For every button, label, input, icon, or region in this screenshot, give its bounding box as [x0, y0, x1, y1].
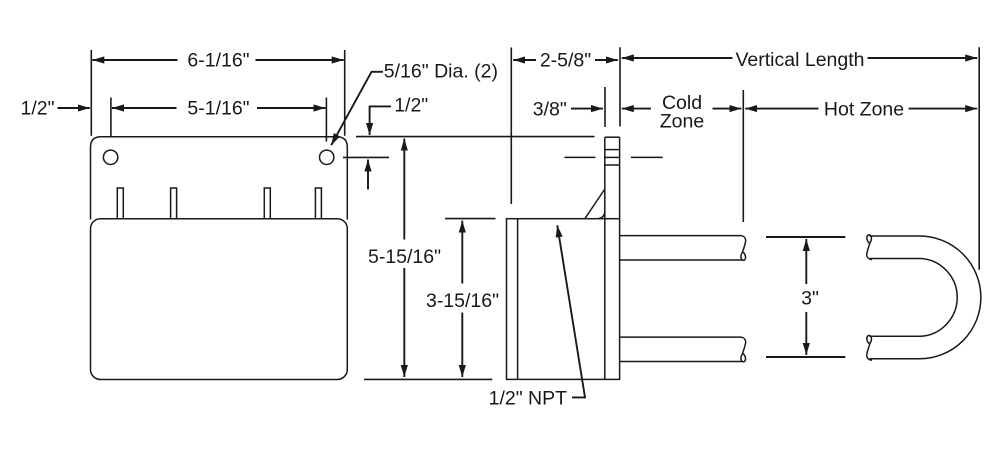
- svg-text:1/2" NPT: 1/2" NPT: [489, 388, 568, 410]
- svg-text:2-5/8": 2-5/8": [540, 49, 591, 71]
- svg-text:5-15/16": 5-15/16": [368, 246, 441, 268]
- svg-text:Zone: Zone: [660, 110, 704, 132]
- svg-text:5/16" Dia. (2): 5/16" Dia. (2): [384, 61, 498, 83]
- svg-text:5-1/16": 5-1/16": [187, 97, 249, 119]
- svg-text:Hot Zone: Hot Zone: [824, 99, 904, 121]
- svg-text:3": 3": [801, 288, 819, 310]
- svg-text:3-15/16": 3-15/16": [426, 290, 499, 312]
- svg-text:1/2": 1/2": [20, 97, 54, 119]
- svg-text:6-1/16": 6-1/16": [187, 49, 249, 71]
- svg-text:Vertical Length: Vertical Length: [735, 49, 864, 71]
- svg-text:3/8": 3/8": [533, 98, 567, 120]
- svg-text:1/2": 1/2": [394, 94, 428, 116]
- svg-text:Cold: Cold: [662, 92, 702, 114]
